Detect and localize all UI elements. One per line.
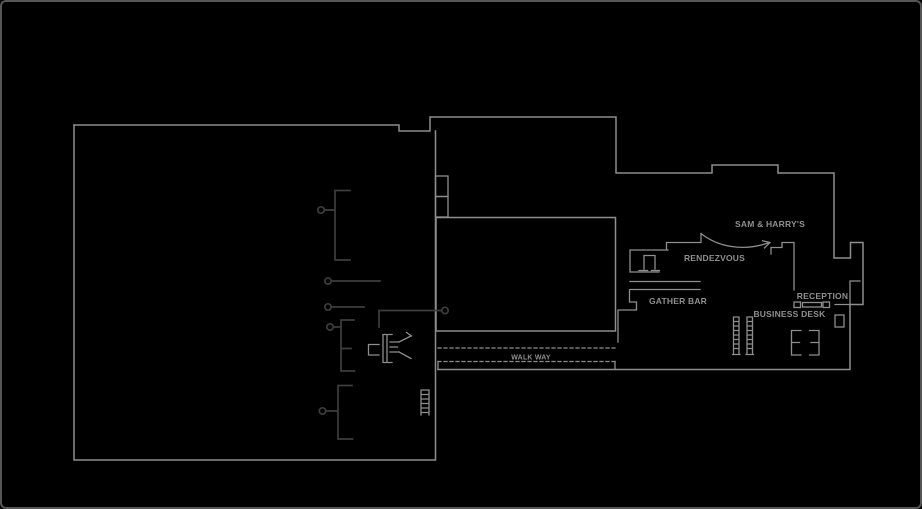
label-rendezvous: RENDEZVOUS — [684, 253, 745, 263]
reception-desk-counter — [801, 301, 823, 308]
label-walk-way: WALK WAY — [511, 355, 551, 362]
door-leaf-upper — [434, 175, 449, 198]
column-ring-icon — [323, 276, 333, 286]
entry-door-jamb-wall — [770, 241, 795, 291]
double-door-icon — [434, 175, 449, 218]
walls — [73, 116, 864, 461]
arrow-head — [761, 240, 771, 249]
reception-alcove-wall — [834, 280, 861, 306]
fixtures — [367, 301, 845, 416]
column-marker-lower — [318, 384, 354, 440]
business-desk-seats — [790, 329, 820, 356]
column-ring-icon — [323, 302, 333, 312]
column-square — [834, 314, 845, 328]
column-ring-icon — [440, 306, 450, 315]
column-marker-row — [323, 276, 381, 332]
reception-desk — [793, 301, 831, 309]
reception-desk-right-module — [822, 301, 831, 309]
west-hall-furniture — [316, 189, 450, 440]
column-ring-icon — [325, 322, 335, 332]
middle-bracket — [340, 319, 356, 372]
column-ring-icon — [316, 205, 326, 215]
partition-hatched-strip-right — [745, 316, 755, 356]
west-hall-wall — [73, 124, 437, 461]
upper-bracket — [323, 189, 351, 261]
label-business-desk: BUSINESS DESK — [753, 309, 826, 319]
door-leaf-lower — [434, 195, 449, 218]
gather-bar-counter — [617, 232, 702, 343]
lectern-icon — [367, 331, 413, 364]
tie-line-long — [378, 309, 443, 328]
label-gather-bar: GATHER BAR — [649, 296, 707, 306]
column-marker-right — [378, 306, 450, 328]
arrow-curve — [700, 232, 769, 248]
main-perimeter-wall — [73, 116, 864, 371]
lower-bracket — [325, 384, 354, 440]
column-ring-icon — [318, 406, 327, 416]
room-labels: SAM & HARRY'S RENDEZVOUS GATHER BAR RECE… — [511, 219, 848, 362]
partition-hatched-strip-left — [731, 316, 741, 356]
door-swing-arrow-icon — [700, 232, 771, 249]
central-room-outline — [435, 216, 617, 332]
walkway-end-stubs — [437, 360, 616, 371]
reception-desk-left-module — [793, 301, 802, 309]
label-sam-and-harrys: SAM & HARRY'S — [735, 219, 805, 229]
stairs-icon — [420, 389, 430, 416]
column-marker-upper — [316, 189, 351, 261]
label-reception: RECEPTION — [797, 291, 848, 301]
